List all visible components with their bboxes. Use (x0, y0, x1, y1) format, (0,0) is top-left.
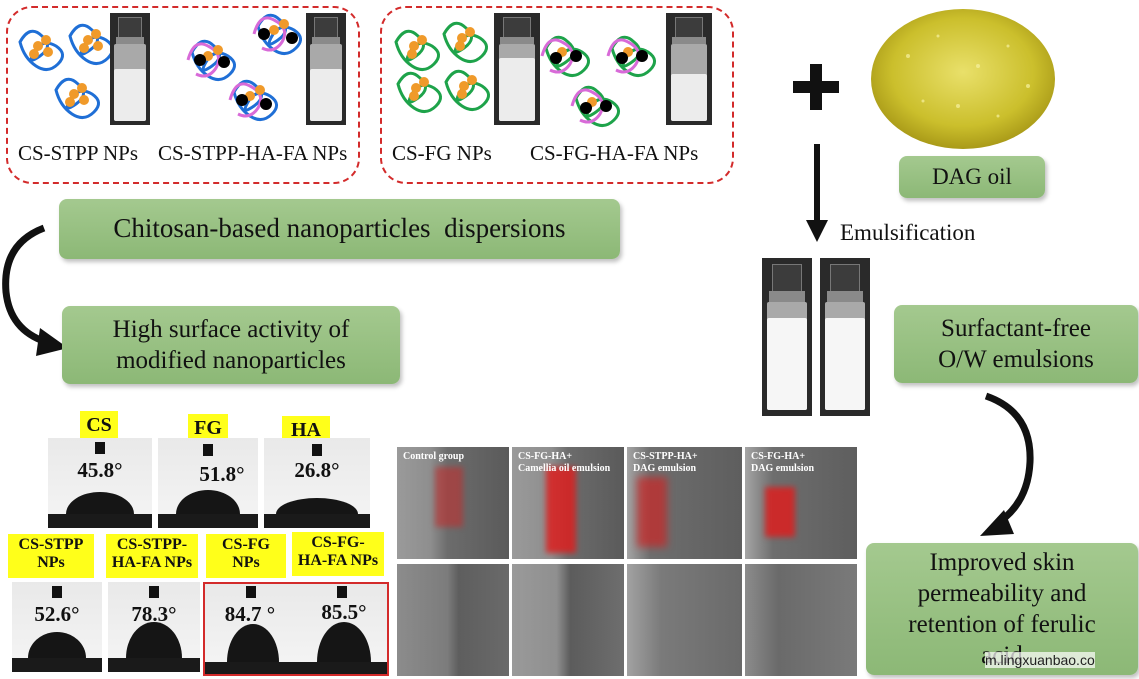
curved-arrow-right-icon (980, 392, 1034, 536)
contact-angle-panel-ha: 26.8° (264, 438, 370, 528)
down-arrow-icon (806, 144, 828, 242)
dag-oil-drop-image (871, 9, 1055, 149)
angle-cs-fg-ha-fa: 85.5° (321, 600, 367, 624)
microscopy-label-cs-stpp: CS-STPP-HA+DAG emulsion (633, 451, 698, 474)
contact-angle-panel-cs-stpp: 52.6° (12, 582, 102, 672)
contact-angle-panel-fg: 51.8° (158, 438, 258, 528)
cs-stpp-np-3 (54, 77, 100, 119)
skin-line-3: retention of ferulic (908, 611, 1096, 638)
contact-angle-panel-cs-stpp-ha-fa: 78.3° (108, 582, 200, 672)
cs-fg-group-frame (380, 6, 734, 184)
contact-angle-panel-cs: 45.8° (48, 438, 152, 528)
surfactant-free-line-1: Surfactant-free (941, 314, 1091, 342)
badge-cs-stpp-line-2: NPs (37, 554, 65, 572)
badge-cs-fg-ha-fa: CS-FG- HA-FA NPs (292, 532, 384, 576)
microscopy-label-control: Control group (403, 451, 465, 462)
badge-cs-stpp-line-1: CS-STPP (18, 536, 84, 553)
microscopy-label-camellia: CS-FG-HA+Camellia oil emulsion (518, 451, 611, 474)
badge-cs-stpp-ha-fa-line-2: HA-FA NPs (111, 554, 193, 572)
microscopy-cs-stpp-top: CS-STPP-HA+DAG emulsion (627, 447, 742, 559)
cs-stpp-group-frame (6, 6, 360, 184)
dag-oil-box: DAG oil (899, 156, 1045, 198)
emulsion-vial-1-photo (762, 258, 812, 416)
surface-activity-line-1: High surface activity of (112, 315, 350, 343)
surfactant-free-line-2: O/W emulsions (938, 346, 1094, 373)
cs-fg-nps-label: CS-FG NPs (392, 141, 492, 165)
contact-angle-panel-cs-fg: 84.7 ° 85.5° (203, 582, 389, 676)
surface-activity-box: High surface activity of modified nanopa… (62, 306, 400, 384)
cs-stpp-vial-photo (110, 13, 150, 125)
microscopy-cs-fg-bottom (745, 564, 857, 676)
plus-icon (793, 64, 839, 110)
dispersions-box: Chitosan-based nanoparticles dispersions (59, 199, 620, 259)
badge-cs: CS (80, 411, 118, 439)
microscopy-camellia-top: CS-FG-HA+Camellia oil emulsion (512, 447, 624, 559)
surfactant-free-box: Surfactant-free O/W emulsions (894, 305, 1138, 383)
badge-cs-stpp: CS-STPP NPs (8, 534, 94, 578)
emulsion-vial-2-photo (820, 258, 870, 416)
cs-fg-particles-illustration (394, 21, 656, 127)
angle-fg: 51.8° (199, 462, 245, 486)
badge-cs-stpp-ha-fa-line-1: CS-STPP- (116, 536, 188, 553)
curved-arrow-left-icon (2, 224, 68, 356)
cs-fg-vial-photo (494, 13, 540, 125)
angle-cs-fg: 84.7 ° (224, 602, 276, 626)
microscopy-cs-fg-top: CS-FG-HA+DAG emulsion (745, 447, 857, 559)
microscopy-camellia-bottom (512, 564, 624, 676)
dag-oil-label: DAG oil (932, 163, 1012, 189)
watermark: m.lingxuanbao.co (985, 652, 1095, 668)
microscopy-label-cs-fg: CS-FG-HA+DAG emulsion (751, 451, 815, 474)
angle-cs: 45.8° (77, 458, 123, 482)
badge-cs-stpp-ha-fa: CS-STPP- HA-FA NPs (106, 534, 198, 578)
badge-cs-fg-ha-fa-line-2: HA-FA NPs (297, 552, 379, 570)
skin-line-1: Improved skin (929, 548, 1075, 576)
dispersions-label: Chitosan-based nanoparticles dispersions (113, 213, 566, 244)
skin-line-2: permeability and (917, 579, 1087, 607)
badge-cs-fg-line-1: CS-FG (222, 536, 270, 553)
badge-cs-fg-line-2: NPs (232, 554, 260, 572)
cs-stpp-particles-illustration (18, 13, 302, 121)
microscopy-control-top: Control group (397, 447, 509, 559)
cs-stpp-np-1 (18, 29, 64, 71)
cs-stpp-np-2 (68, 23, 114, 65)
badge-cs-fg-ha-fa-line-1: CS-FG- (311, 534, 365, 551)
badge-cs-fg: CS-FG NPs (206, 534, 286, 578)
microscopy-cs-stpp-bottom (627, 564, 742, 676)
angle-cs-stpp: 52.6° (34, 602, 80, 626)
cs-fg-ha-fa-vial-photo (666, 13, 712, 125)
cs-stpp-ha-fa-nps-label: CS-STPP-HA-FA NPs (158, 141, 348, 165)
emulsification-label: Emulsification (840, 220, 976, 245)
angle-ha: 26.8° (294, 458, 340, 482)
microscopy-control-bottom (397, 564, 509, 676)
cs-fg-ha-fa-nps-label: CS-FG-HA-FA NPs (530, 141, 699, 165)
surface-activity-line-2: modified nanoparticles (116, 347, 346, 374)
badge-fg: FG (188, 414, 228, 442)
cs-stpp-ha-fa-vial-photo (306, 13, 346, 125)
cs-stpp-nps-label: CS-STPP NPs (18, 141, 139, 165)
